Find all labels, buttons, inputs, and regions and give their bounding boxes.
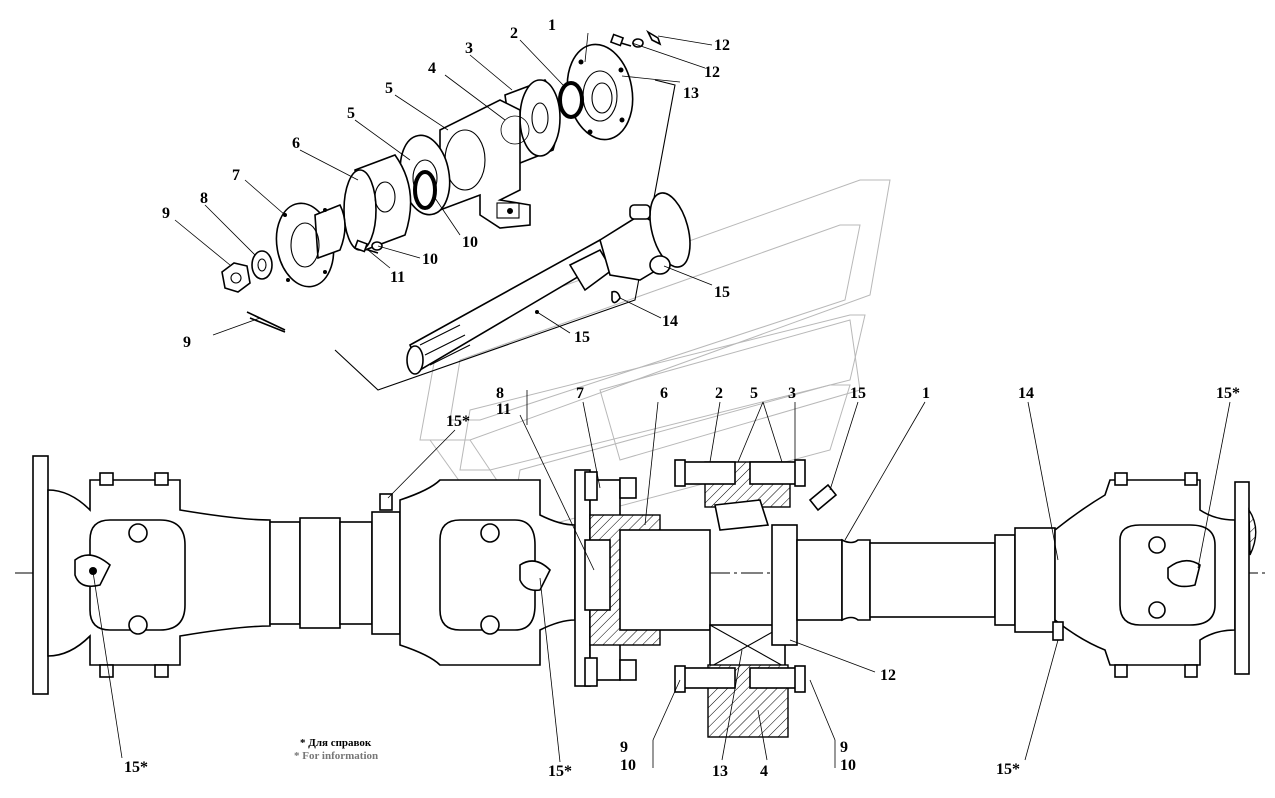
label-15-bottom: 15 (850, 385, 866, 402)
label-4-top: 5 (385, 80, 393, 97)
label-10-bottom-left: 10 (620, 757, 636, 774)
label-14-bottom: 14 (1018, 385, 1034, 402)
part-12-seal-upper (558, 81, 584, 119)
bearing-13-top (714, 499, 770, 531)
left-yoke-bolt-2 (154, 472, 169, 486)
left-grease-fitting (379, 493, 393, 511)
label-8-bottom: 8 (496, 385, 504, 402)
label-14-top: 15 (714, 284, 730, 301)
flange-shaft-section (619, 529, 711, 631)
tube-14 (1014, 527, 1056, 633)
part-4-housing (439, 99, 531, 229)
label-5-bottom: 5 (750, 385, 758, 402)
label-8-top: 9 (162, 205, 170, 222)
middle-grease-nipple-pad (519, 560, 551, 592)
label-5-top: 3 (465, 40, 473, 57)
label-1-bottom: 1 (922, 385, 930, 402)
label-15-mid: 14 (662, 313, 678, 330)
label-9-bottom-left: 9 (620, 739, 628, 756)
label-2-top: 6 (292, 135, 300, 152)
exploded-view (221, 29, 691, 391)
part-15-fitting-mid (611, 290, 621, 304)
part-15-fitting-upper (646, 29, 662, 46)
label-7-bottom: 7 (576, 385, 584, 402)
leader-lines (92, 32, 1231, 768)
label-11-top: 9 (183, 334, 191, 351)
left-yoke-bolt-4 (154, 664, 169, 678)
left-yoke-bolt-3 (99, 664, 114, 678)
part-6-flange-yoke (275, 202, 346, 288)
label-5-mid: 5 (347, 105, 355, 122)
note-en: * For information (294, 750, 378, 762)
label-6-bottom: 6 (660, 385, 668, 402)
flange-bolt-bottom (584, 657, 598, 687)
label-10-bottom-right: 10 (840, 757, 856, 774)
label-13-bottom: 13 (712, 763, 728, 780)
shaft-1-tube (869, 542, 996, 618)
label-9-bottom-right: 9 (840, 739, 848, 756)
label-12-bottom: 12 (880, 667, 896, 684)
label-4-bottom: 4 (760, 763, 768, 780)
right-flange (1234, 481, 1250, 675)
seal-12 (771, 524, 798, 646)
tube-grease-fitting (1052, 621, 1064, 641)
exploded-frame-line (334, 79, 676, 391)
middle-cross-spider (439, 519, 536, 631)
left-flange (32, 455, 49, 695)
castle-nut-8 (584, 539, 611, 611)
flange-bolt-top (584, 471, 598, 501)
support-grease-fitting (808, 483, 838, 512)
label-10-top: 13 (683, 85, 699, 102)
labels-bottom: 8 11 15* 7 6 2 5 3 15 1 14 15* 15* 15* 1… (124, 385, 1240, 780)
left-yoke-bolt-1 (99, 472, 114, 486)
label-7-top: 8 (200, 190, 208, 207)
part-9-bolt-lower (353, 239, 383, 254)
label-15star-d: 15* (548, 763, 572, 780)
label-1-top: 15 (574, 329, 590, 346)
label-9-mid: 11 (390, 269, 405, 286)
left-tube-sleeve (299, 517, 341, 629)
part-12-seal-lower (413, 170, 437, 210)
left-slip-housing (371, 511, 401, 635)
label-15star-b: 15* (1216, 385, 1240, 402)
label-13-top: 4 (428, 60, 436, 77)
label-12-top: 2 (510, 25, 518, 42)
label-9-top: 12 (704, 64, 720, 81)
shaft-1 (796, 539, 843, 621)
note-ru: * Для справок (300, 737, 372, 749)
label-12-mid: 10 (462, 234, 478, 251)
labels-top: 1 2 3 4 5 5 6 7 8 9 9 10 10 11 12 12 13 … (162, 17, 730, 351)
label-10-mid: 10 (422, 251, 438, 268)
label-2-bottom: 2 (715, 385, 723, 402)
label-15-top: 12 (714, 37, 730, 54)
right-grease-nipple-pad (1167, 559, 1201, 588)
part-11-cotter-pin (246, 311, 286, 333)
left-cross-spider (89, 519, 186, 631)
part-2-flange (343, 154, 412, 252)
label-3-bottom: 3 (788, 385, 796, 402)
label-15star-e: 15* (996, 761, 1020, 778)
part-7-washer (251, 250, 273, 280)
label-6-top: 7 (232, 167, 240, 184)
label-11-bottom: 11 (496, 401, 511, 418)
watermark-logo (419, 179, 891, 531)
label-3: 1 (548, 17, 556, 34)
part-14-universal-joint (599, 192, 691, 281)
part-8-nut (221, 262, 251, 293)
label-15star-c: 15* (124, 759, 148, 776)
label-15star-a: 15* (446, 413, 470, 430)
assembly-view (15, 455, 1265, 738)
